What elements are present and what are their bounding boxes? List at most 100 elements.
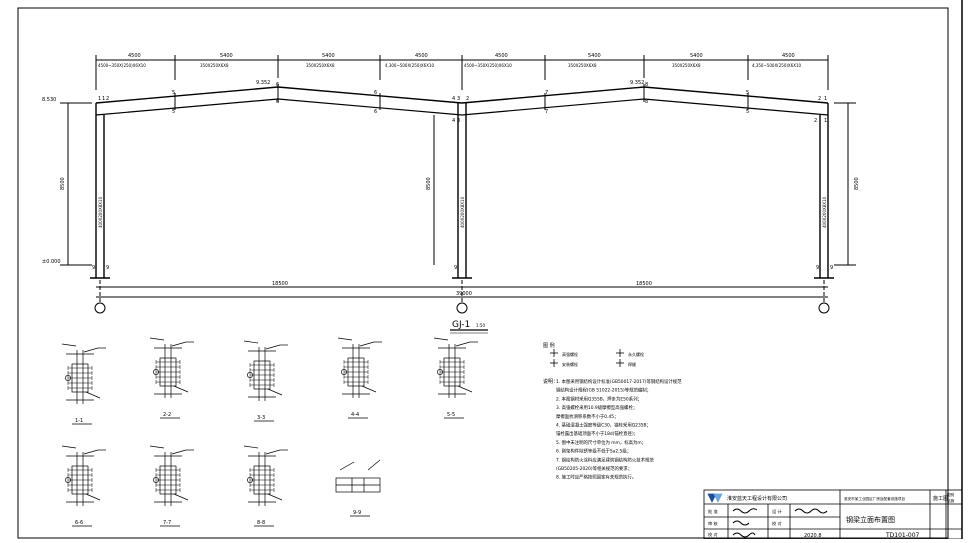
section-label: 2-2	[163, 412, 171, 418]
node-label: 5	[746, 109, 749, 115]
node-label: 9	[92, 265, 95, 271]
notes-block: 图 例 高强螺栓 安装螺栓 永久螺栓 焊缝 说明： 1. 本图采用钢结构设计标准…	[543, 342, 682, 481]
frame-annotations: 4500 5400 5400 4500 4500 5400 5400 4500 …	[42, 53, 860, 297]
node-label: 6	[374, 109, 377, 115]
section-label: 7-7	[163, 520, 171, 526]
node-label: 5	[172, 90, 175, 96]
section-label: 5-5	[447, 412, 455, 418]
section-label: 9-9	[353, 510, 361, 516]
elevation-eave: 8.530	[42, 97, 56, 103]
section-detail-9	[335, 459, 381, 493]
node-label: 6	[276, 82, 279, 88]
legend-item-2: 安装螺栓	[562, 361, 578, 367]
section-label: 4-4	[351, 412, 359, 418]
section-detail-5	[433, 337, 478, 398]
section-detail-1	[61, 343, 106, 404]
frame-elevation	[60, 55, 856, 314]
column-label-right: 400X200X8X10	[822, 196, 827, 228]
node-label: 5	[172, 109, 175, 115]
height-dim-left: 8500	[60, 177, 66, 190]
elevation-ridge-2: 9.352	[630, 80, 644, 86]
node-label: 7	[545, 90, 548, 96]
top-dim-1: 4500	[128, 53, 141, 59]
top-subdim-7: 350X250X6X8	[672, 63, 701, 68]
node-label: 3	[457, 118, 460, 124]
column-label-mid: 400X200X8X10	[460, 196, 465, 228]
top-dim-7: 5400	[690, 53, 703, 59]
note-line: 3. 高强螺栓采用10.9级摩擦型高强螺栓；	[556, 404, 637, 411]
row-label-approve: 批 准	[708, 508, 718, 515]
drawing-date: 2020.8	[804, 533, 822, 539]
category-label: 图别	[947, 492, 955, 497]
drawing-title: 钢梁立面布置图	[846, 515, 895, 524]
node-label: 1	[824, 118, 827, 124]
top-subdim-8: 4,350~500X(250)X6X10	[752, 63, 802, 68]
span-dim-1: 18500	[272, 281, 288, 287]
note-line: (GB50205-2020)等相关规范的要求；	[556, 465, 632, 472]
legend-title: 图 例	[543, 342, 555, 349]
node-label: 2	[106, 96, 109, 102]
note-line: 摩擦面抗滑移系数不小于0.45；	[556, 413, 618, 420]
node-label: 5	[746, 90, 749, 96]
node-label: 8	[645, 99, 648, 105]
notes-heading: 说明：	[543, 378, 558, 385]
node-label: 8	[645, 82, 648, 88]
section-detail-4	[337, 337, 382, 398]
node-label: 3	[457, 96, 460, 102]
node-label: 2	[818, 96, 821, 102]
top-subdim-6: 350X250X6X8	[568, 63, 597, 68]
frame-title-text: GJ-1	[452, 320, 470, 330]
elevation-ground: ±0.000	[42, 259, 61, 265]
row-label-review: 审 核	[708, 520, 719, 527]
mid-label-design: 设 计	[772, 508, 782, 515]
note-line: 4. 基础混凝土强度等级C30，锚栓采用Q235B；	[556, 422, 651, 429]
column-label-left: 400X200X8X10	[98, 196, 103, 228]
row-label-check: 校 对	[708, 531, 718, 538]
project-name: 淮安市某工业园区厂房及配套设施项目	[844, 496, 905, 501]
top-dim-2: 5400	[220, 53, 233, 59]
drawing-number: TD101-007	[885, 532, 920, 539]
top-dim-3: 5400	[322, 53, 335, 59]
note-line: 2. 本图钢材采用Q355B，焊条为E50系列；	[556, 395, 642, 402]
legend-item-3: 永久螺栓	[628, 351, 644, 357]
top-subdim-5: 4500~350X(250)X6X10	[464, 63, 512, 68]
note-line: 锚栓露出基础顶面不小于18d(锚栓直径)；	[556, 430, 638, 437]
top-dim-6: 5400	[588, 53, 601, 59]
node-label: 1	[824, 96, 827, 102]
top-subdim-2: 350X250X6X8	[200, 63, 229, 68]
note-line: 5. 图中未注明的尺寸单位为 mm，标高为m；	[556, 439, 646, 446]
top-dim-8: 4500	[782, 53, 795, 59]
note-line: 钢结构设计规程(GB 51022-2015)等规范编制；	[556, 387, 651, 394]
legend-item-4: 焊缝	[628, 361, 636, 367]
phase-label: 施工图	[933, 495, 948, 502]
height-dim-mid: 8500	[426, 177, 432, 190]
node-label: 2	[466, 96, 469, 102]
height-dim-right: 8500	[854, 177, 860, 190]
node-label: 9	[830, 265, 833, 271]
top-dim-4: 4500	[415, 53, 428, 59]
section-label: 6-6	[75, 520, 83, 526]
node-label: 1	[98, 96, 101, 102]
legend-item-1: 高强螺栓	[562, 351, 578, 357]
total-dim: 39000	[456, 291, 472, 297]
node-label: 9	[816, 265, 819, 271]
section-label: 8-8	[257, 520, 265, 526]
note-line: 7. 钢结构防火涂料应满足建筑钢结构防火技术规范	[556, 456, 654, 463]
elevation-ridge-1: 9.352	[256, 80, 270, 86]
company-name: 淮安蓝天工程设计有限公司	[727, 495, 787, 502]
note-line: 1. 本图采用钢结构设计标准(GB50017-2017)等钢结构设计规范	[556, 378, 682, 385]
section-detail-6	[61, 445, 106, 506]
node-label: 1	[102, 96, 105, 102]
frame-title: GJ-1 1:50	[450, 320, 488, 334]
frame-scale-text: 1:50	[476, 323, 485, 328]
node-label: 2	[814, 118, 817, 124]
node-label: 4	[452, 96, 455, 102]
top-dim-5: 4500	[495, 53, 508, 59]
note-line: 6. 刚架构件除锈等级不低于Sa2.5级；	[556, 448, 631, 455]
title-block-text: 淮安蓝天工程设计有限公司 淮安市某工业园区厂房及配套设施项目 施工图 图别 结施…	[708, 492, 955, 539]
section-detail-3	[243, 340, 288, 401]
node-label: 9	[454, 265, 457, 271]
